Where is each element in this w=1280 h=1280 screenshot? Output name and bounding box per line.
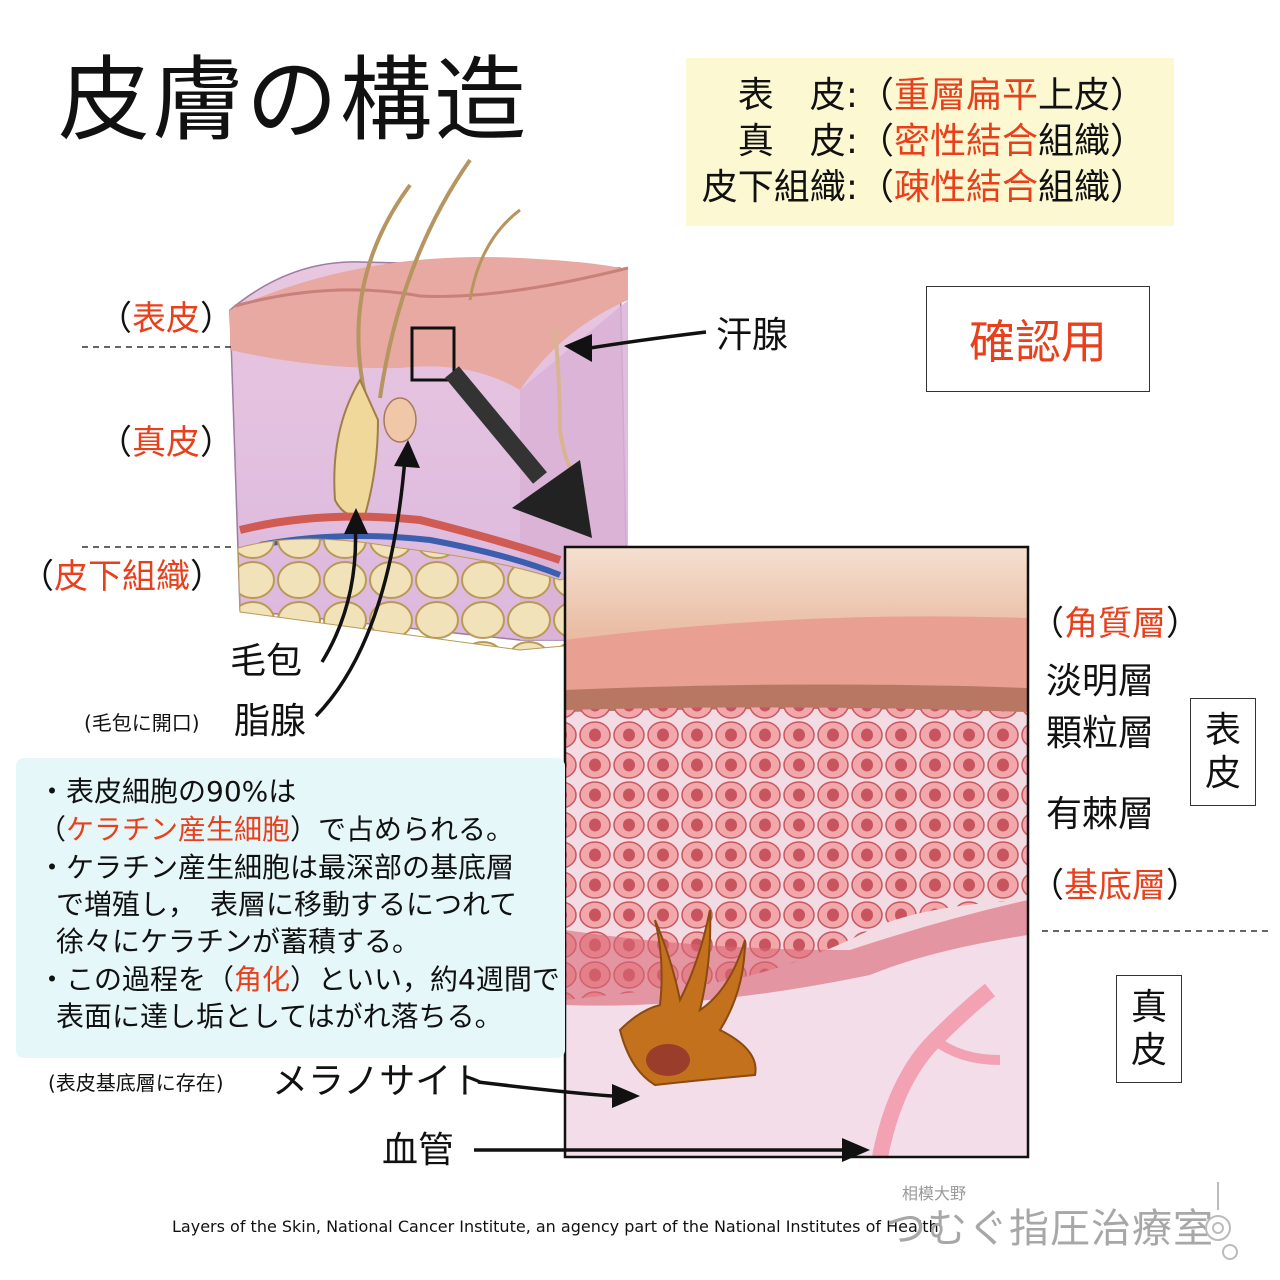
- label-sebaceous-gland: 脂腺: [234, 701, 307, 742]
- label-stratum-spinosum: 有棘層: [1046, 794, 1155, 835]
- summary-row-subcutis: 皮下組織:（疎性結合組織）: [701, 167, 1146, 208]
- label-stratum-lucidum: 淡明層: [1046, 661, 1155, 702]
- zoom-arrow: [445, 366, 592, 538]
- epidermis-box: 表 皮: [1190, 698, 1256, 806]
- label-hair-follicle: 毛包: [230, 641, 303, 682]
- studio-location: 相模大野: [902, 1184, 967, 1203]
- page-title: 皮膚の構造: [58, 47, 529, 154]
- melanocyte-arrow: [477, 1080, 613, 1098]
- note-line-5: 徐々にケラチンが蓄積する。: [56, 925, 421, 958]
- note-line-3: ・ケラチン産生細胞は最深部の基底層: [38, 851, 515, 884]
- label-melanocyte-note: (表皮基底層に存在): [48, 1071, 224, 1095]
- label-blood-vessel: 血管: [382, 1130, 455, 1171]
- label-stratum-basale: （基底層）: [1030, 866, 1200, 906]
- label-dermis: （真皮）: [98, 423, 234, 463]
- label-sweat-gland: 汗腺: [716, 315, 789, 356]
- note-line-1: ・表皮細胞の90%は: [38, 775, 297, 808]
- studio-name: つむぐ指圧治療室: [886, 1206, 1214, 1252]
- label-subcutis: （皮下組織）: [20, 557, 224, 597]
- layer-summary-box: 表 皮:（重層扁平上皮） 真 皮:（密性結合組織） 皮下組織:（疎性結合組織）: [686, 58, 1174, 226]
- dermis-box: 真 皮: [1116, 975, 1182, 1083]
- zoom-source-box: [410, 326, 456, 382]
- label-stratum-granulosum: 顆粒層: [1046, 713, 1155, 754]
- pointer-arrows: [314, 330, 870, 1162]
- sebaceous-gland-arrow: [314, 457, 407, 718]
- note-line-7: 表面に達し垢としてはがれ落ちる。: [56, 1000, 503, 1033]
- summary-row-epidermis: 表 皮:（重層扁平上皮）: [737, 75, 1146, 116]
- keratinocyte-note-box: ・表皮細胞の90%は （ケラチン産生細胞）で占められる。 ・ケラチン産生細胞は最…: [16, 758, 565, 1058]
- note-line-4: で増殖し， 表層に移動するにつれて: [56, 888, 518, 921]
- hair-follicle-arrow: [320, 519, 358, 663]
- summary-row-dermis: 真 皮:（密性結合組織）: [737, 121, 1146, 162]
- label-epidermis: （表皮）: [98, 299, 234, 339]
- confirm-badge: 確認用: [926, 286, 1150, 392]
- label-sebaceous-note: (毛包に開口): [84, 711, 200, 735]
- label-stratum-corneum: （角質層）: [1030, 604, 1200, 644]
- note-line-6: ・この過程を（角化）といい，約4週間で: [38, 963, 560, 996]
- image-credit: Layers of the Skin, National Cancer Inst…: [172, 1217, 939, 1236]
- label-melanocyte: メラノサイト: [272, 1061, 488, 1102]
- note-line-2: （ケラチン産生細胞）で占められる。: [38, 813, 515, 846]
- magnified-panel: [563, 545, 1030, 1159]
- sweat-gland-arrow: [589, 330, 707, 350]
